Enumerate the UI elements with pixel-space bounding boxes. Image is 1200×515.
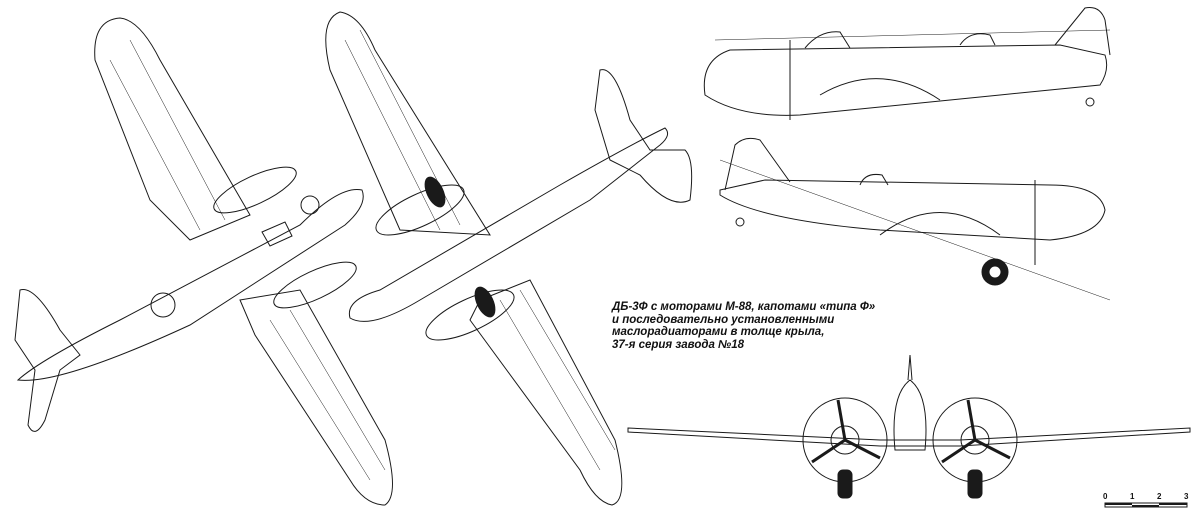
scale-label-0: 0 [1103, 492, 1108, 501]
left-plane-panel-lines [109, 39, 386, 481]
middle-plane-upper-wing [325, 11, 491, 236]
middle-plane-nacelle-lower [425, 289, 515, 341]
scale-label-2: 2 [1157, 492, 1162, 501]
side-view-1-fin [1054, 7, 1111, 56]
left-plane-roundel [300, 195, 320, 215]
drawing-caption: ДБ-3Ф с моторами М-88, капотами «типа Ф»… [612, 301, 875, 351]
side-view-1-turret [959, 33, 996, 46]
side-view-2-tailwheel [735, 217, 745, 227]
front-view-wheel-right [967, 469, 983, 499]
front-view-engine-left [830, 425, 860, 455]
left-plane-fuselage [16, 188, 364, 381]
caption-line: 37-я серия завода №18 [612, 338, 745, 351]
middle-plane-lower-wing [469, 279, 623, 506]
middle-plane-panel-lines [344, 29, 616, 471]
left-plane-lower-wing [239, 289, 393, 506]
side-view-right-facing [703, 7, 1111, 120]
middle-plane-wheel-well [474, 286, 496, 318]
side-view-2-ground-line [719, 159, 1111, 301]
scale-label-1: 1 [1130, 492, 1135, 501]
side-view-1-wing [819, 78, 941, 101]
left-plane-roundel [150, 292, 176, 318]
scale-bar-segment [1132, 505, 1159, 507]
middle-plane-fuselage [348, 127, 669, 322]
side-view-1-ground-line [714, 29, 1111, 41]
front-view-fuselage [893, 379, 927, 451]
side-view-1-tailwheel [1085, 97, 1095, 107]
side-view-left-facing [719, 137, 1111, 301]
scale-bar-segment [1105, 503, 1132, 505]
left-plane-cockpit [261, 221, 293, 247]
caption-line: маслорадиаторами в толще крыла, [612, 326, 825, 338]
front-view-fin [907, 354, 913, 381]
side-view-2-fin [724, 137, 791, 191]
left-plane-nacelle-upper [213, 166, 297, 214]
front-view-wing [627, 427, 1191, 447]
scale-bar-segment [1159, 503, 1187, 505]
side-view-1-canopy [804, 31, 851, 49]
side-view-1-fuselage [703, 44, 1108, 116]
scale-label-3: 3 [1184, 492, 1189, 501]
caption-line: ДБ-3Ф с моторами М-88, капотами «типа Ф» [612, 301, 876, 313]
side-view-2-wing [879, 212, 1001, 236]
scale-bar: 0 1 2 3 [1103, 492, 1189, 508]
top-view-plan [14, 17, 393, 506]
left-plane-tailplane [14, 289, 81, 432]
left-plane-nacelle-lower [273, 261, 357, 309]
front-view-wheel-left [837, 469, 853, 499]
side-view-2-turret [859, 174, 889, 186]
front-view [627, 354, 1191, 499]
middle-plane-nacelle-upper [375, 184, 465, 236]
side-view-2-fuselage [719, 179, 1106, 241]
bottom-view-plan [325, 11, 693, 506]
front-view-propeller-blades-right [941, 399, 1011, 464]
front-view-engine-right [960, 425, 990, 455]
left-plane-upper-wing [94, 17, 251, 241]
middle-plane-wheel-well [424, 176, 446, 208]
caption-line: и последовательно установленными [612, 313, 835, 326]
middle-plane-tailplane [594, 69, 693, 203]
side-view-2-wheel-hub [988, 265, 1002, 279]
front-view-propeller-blades-left [811, 399, 881, 464]
